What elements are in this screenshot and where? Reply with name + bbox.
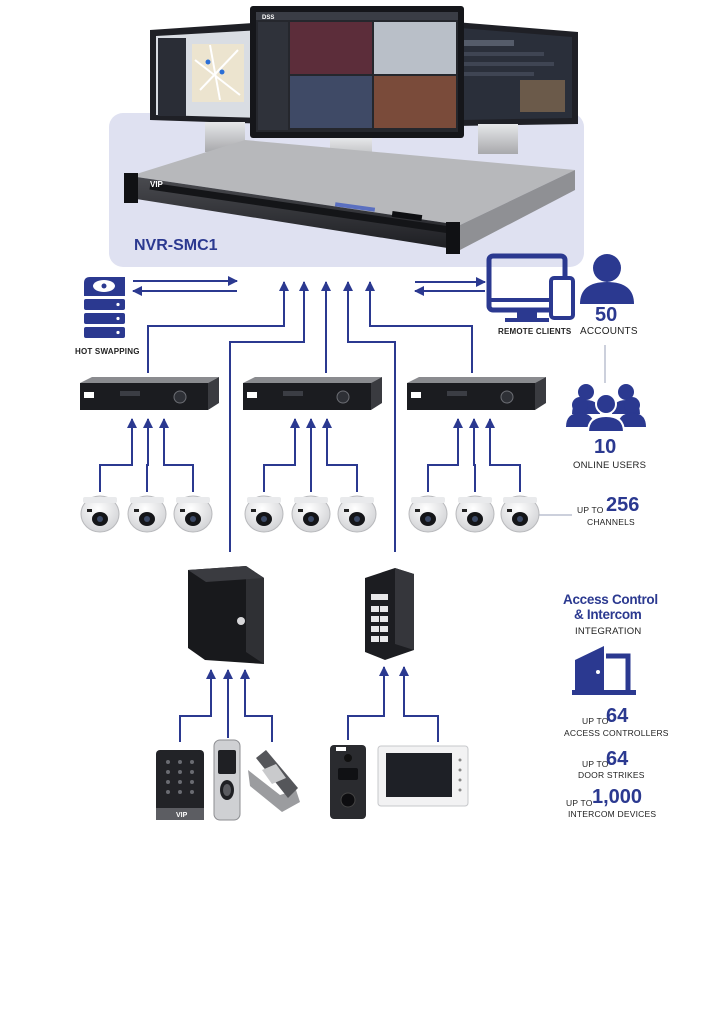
dome-camera-3 [173, 495, 213, 533]
channels-label: CHANNELS [587, 517, 635, 527]
keypad-reader: VIP [156, 750, 204, 820]
cam6-link [322, 418, 358, 492]
access-controllers-prefix: UP TO [582, 716, 609, 726]
dvr-recorder-3 [407, 377, 546, 410]
door-station [330, 745, 366, 819]
dome-camera-7 [408, 495, 448, 533]
channels-count: 256 [606, 494, 640, 516]
door-strike [248, 750, 300, 812]
fingerprint-reader [213, 739, 241, 821]
center-monitor: DSS [250, 6, 464, 182]
network-switch [365, 568, 414, 660]
access-controllers-count: 64 [606, 705, 629, 727]
nvr-smc1-device: VIP [124, 140, 575, 254]
nvr-brand: VIP [150, 180, 164, 189]
dome-camera-4 [244, 495, 284, 533]
dome-camera-9 [500, 495, 540, 533]
keypad-brand: VIP [176, 812, 188, 819]
dvr-group [80, 377, 546, 410]
indoor-monitor [377, 745, 469, 807]
arrow-group [99, 276, 521, 742]
camera-group [80, 495, 540, 533]
cam3-link [159, 418, 194, 492]
dome-camera-5 [291, 495, 331, 533]
cam2-link [143, 418, 153, 492]
access-control-subtitle: INTEGRATION [575, 626, 642, 637]
accounts-icon [580, 254, 634, 304]
left-monitor [150, 22, 268, 152]
dome-camera-1 [80, 495, 120, 533]
access-controller-box [188, 566, 264, 664]
right-monitor [455, 22, 578, 154]
indoor-monitor-link [399, 666, 439, 742]
intercom-devices-count: 1,000 [592, 786, 643, 808]
cam7-link [427, 418, 463, 492]
accounts-count: 50 [595, 304, 618, 326]
channels-prefix: UP TO [577, 505, 604, 515]
cam9-link [485, 418, 521, 492]
dome-camera-2 [127, 495, 167, 533]
dome-camera-6 [337, 495, 377, 533]
accounts-label: ACCOUNTS [580, 326, 638, 337]
intercom-devices-label: INTERCOM DEVICES [568, 809, 657, 819]
access-controllers-label: ACCESS CONTROLLERS [564, 728, 669, 738]
dvr-recorder-1 [80, 377, 219, 410]
online-users-label: ONLINE USERS [573, 460, 647, 471]
switch-uplink [343, 281, 396, 552]
intercom-devices-prefix: UP TO [566, 798, 593, 808]
cam8-link [469, 418, 479, 492]
cam4-link [263, 418, 300, 492]
keypad-link [179, 669, 216, 742]
dvr3-uplink [365, 281, 473, 373]
access-control-title-1: Access Control [563, 592, 658, 607]
door-strikes-count: 64 [606, 748, 629, 770]
doorstation-link [347, 666, 389, 740]
remote-clients-icon [486, 253, 575, 322]
hub-label: NVR-SMC1 [134, 237, 218, 254]
hot-swapping-label: HOT SWAPPING [75, 347, 140, 356]
door-strikes-label: DOOR STRIKES [578, 770, 645, 780]
dvr-recorder-2 [243, 377, 382, 410]
strike-link [240, 669, 273, 742]
access-control-title-2: & Intercom [574, 607, 642, 622]
remote-clients-label: REMOTE CLIENTS [498, 327, 572, 336]
door-icon [572, 646, 636, 695]
door-strikes-prefix: UP TO [582, 759, 609, 769]
hot-swapping-icon [84, 277, 125, 338]
online-users-count: 10 [594, 436, 617, 458]
dvr1-uplink [147, 281, 289, 373]
cam1-link [99, 418, 137, 492]
access-controller-uplink [229, 281, 309, 552]
monitor-logo: DSS [262, 15, 274, 21]
online-users-icon [566, 384, 646, 433]
dome-camera-8 [455, 495, 495, 533]
